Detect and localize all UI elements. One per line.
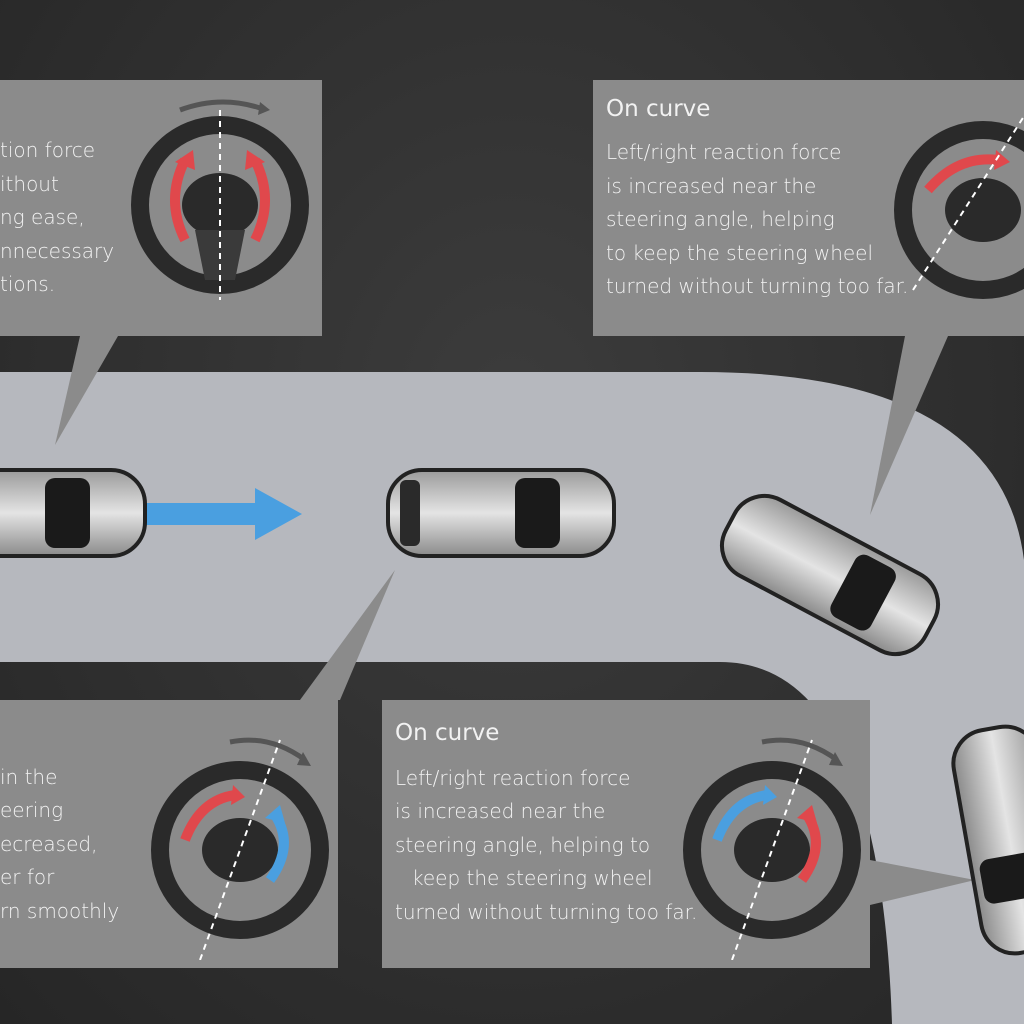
panel-text-line: rn smoothly	[0, 899, 120, 923]
car-1	[0, 468, 147, 558]
steering-wheel-icon	[894, 114, 1024, 299]
steering-wheel-icon	[151, 737, 329, 960]
panel-text-line: ng ease,	[0, 205, 85, 229]
panel-text-line: nnecessary	[0, 239, 115, 263]
car-3	[720, 493, 940, 657]
callout-panel-curve-bottom: On curve Left/right reaction force is in…	[382, 700, 870, 968]
panel-title: On curve	[395, 720, 500, 746]
callout-pointer-4	[870, 860, 975, 905]
panel-text-line: steering angle, helping to	[395, 833, 651, 857]
panel-text-line: in the	[0, 765, 58, 789]
direction-arrow-icon	[140, 488, 302, 540]
callout-pointer-2	[870, 336, 948, 515]
panel-text-line: turned without turning too far.	[606, 274, 909, 298]
callout-panel-entering-curve: in the eering ecreased, er for rn smooth…	[0, 700, 338, 968]
panel-text-line: er for	[0, 865, 55, 889]
car-4	[951, 724, 1024, 956]
panel-text-line: Left/right reaction force	[395, 766, 631, 790]
panel-text-line: ithout	[0, 172, 59, 196]
callout-panel-curve-top: On curve Left/right reaction force is in…	[593, 80, 1024, 336]
panel-text-line: Left/right reaction force	[606, 140, 842, 164]
panel-text-line: eering	[0, 798, 64, 822]
steering-wheel-icon	[131, 99, 309, 300]
panel-text-line: ecreased,	[0, 832, 98, 856]
panel-text-line: tions.	[0, 272, 56, 296]
callout-panel-straight-top: tion force ithout ng ease, nnecessary ti…	[0, 80, 322, 336]
steering-wheel-icon	[683, 737, 861, 960]
panel-text-line: steering angle, helping	[606, 207, 835, 231]
panel-text-line: turned without turning too far.	[395, 900, 698, 924]
panel-text-line: keep the steering wheel	[412, 866, 653, 890]
panel-text-line: is increased near the	[395, 799, 606, 823]
panel-title: On curve	[606, 96, 711, 122]
callout-pointer-3	[300, 570, 395, 700]
car-2	[386, 468, 616, 558]
callout-pointer-1	[55, 336, 118, 445]
panel-text-line: is increased near the	[606, 174, 817, 198]
panel-text-line: to keep the steering wheel	[606, 241, 874, 265]
panel-text-line: tion force	[0, 138, 96, 162]
